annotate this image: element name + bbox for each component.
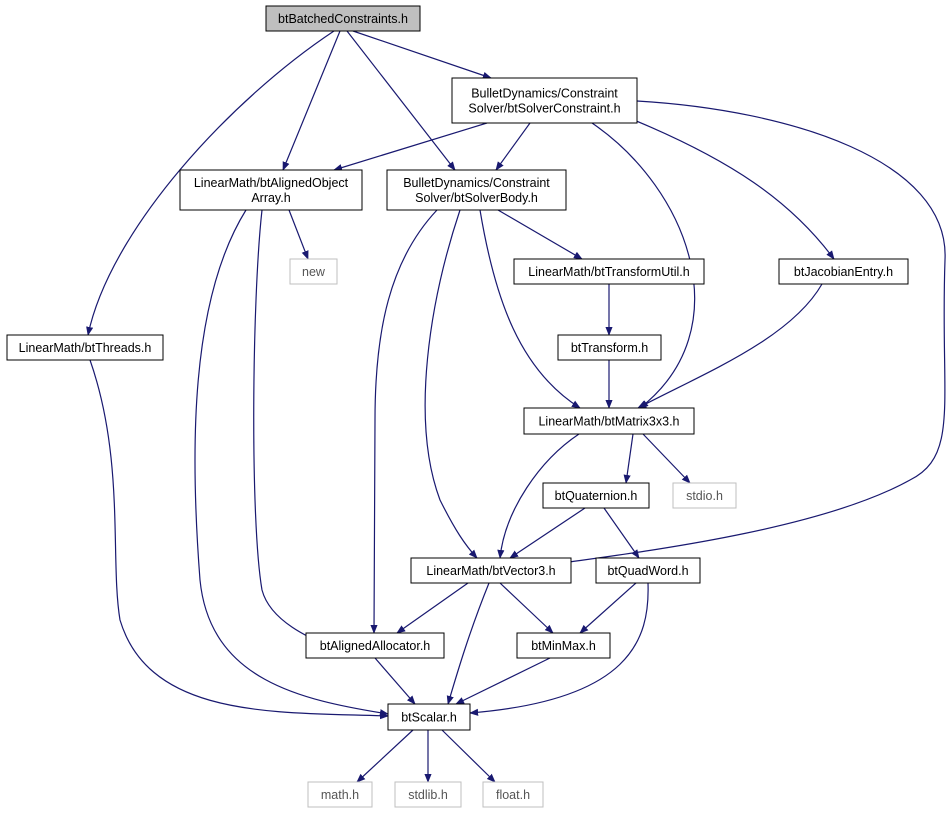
edge-alignedobjectarray-to-alignedallocator	[253, 209, 349, 655]
edge-quaternion-to-quadword	[603, 507, 640, 559]
edge-matrix3x3-to-stdio	[642, 433, 691, 484]
edge-minmax-to-scalar	[455, 657, 551, 705]
edge-vector3-to-minmax	[499, 582, 554, 634]
node-jacobianentry[interactable]: btJacobianEntry.h	[778, 258, 909, 285]
edge-solverbody-to-transformutil	[497, 209, 583, 260]
node-label-batched: btBatchedConstraints.h	[278, 12, 408, 26]
node-box-batched	[265, 5, 421, 32]
edge-vector3-to-alignedallocator	[396, 582, 469, 634]
node-solverbody[interactable]: BulletDynamics/ConstraintSolver/btSolver…	[386, 169, 567, 211]
node-label-alignedobjectarray-line-2: Array.h	[251, 191, 290, 205]
node-matrix3x3[interactable]: LinearMath/btMatrix3x3.h	[523, 407, 695, 435]
node-label-stdlib: stdlib.h	[408, 788, 448, 802]
node-label-alignedallocator: btAlignedAllocator.h	[320, 639, 431, 653]
node-box-stdlib	[394, 781, 462, 808]
node-box-transform	[557, 334, 662, 361]
node-box-matrix3x3	[523, 407, 695, 435]
node-label-stdio: stdio.h	[686, 489, 723, 503]
node-box-transformutil	[513, 258, 705, 285]
edge-alignedobjectarray-to-scalar	[194, 209, 389, 717]
node-box-alignedobjectarray	[179, 169, 363, 211]
node-vector3[interactable]: LinearMath/btVector3.h	[410, 557, 572, 584]
node-box-math	[307, 781, 373, 808]
node-float: float.h	[482, 781, 544, 808]
node-label-quaternion: btQuaternion.h	[555, 489, 638, 503]
edge-alignedobjectarray-to-new	[288, 209, 309, 260]
node-batched[interactable]: btBatchedConstraints.h	[265, 5, 421, 32]
edge-matrix3x3-to-vector3	[497, 433, 580, 559]
node-label-new: new	[302, 265, 326, 279]
node-box-alignedallocator	[305, 632, 445, 659]
node-minmax[interactable]: btMinMax.h	[516, 632, 611, 659]
node-box-vector3	[410, 557, 572, 584]
node-box-quaternion	[542, 482, 650, 509]
node-label-math: math.h	[321, 788, 359, 802]
node-box-solverconstraint	[451, 77, 638, 124]
node-label-solverconstraint-line-1: BulletDynamics/Constraint	[471, 86, 618, 100]
edge-quadword-to-scalar	[469, 582, 649, 716]
node-transformutil[interactable]: LinearMath/btTransformUtil.h	[513, 258, 705, 285]
node-solverconstraint[interactable]: BulletDynamics/ConstraintSolver/btSolver…	[451, 77, 638, 124]
edge-batched-to-alignedobjectarray	[282, 30, 341, 171]
edge-scalar-to-math	[356, 729, 414, 783]
node-box-scalar	[387, 703, 471, 731]
node-quaternion[interactable]: btQuaternion.h	[542, 482, 650, 509]
node-label-matrix3x3: LinearMath/btMatrix3x3.h	[538, 414, 679, 428]
edge-jacobianentry-to-matrix3x3	[637, 283, 823, 409]
node-label-alignedobjectarray-line-1: LinearMath/btAlignedObject	[194, 176, 349, 190]
edge-scalar-to-float	[441, 729, 496, 783]
node-stdlib: stdlib.h	[394, 781, 462, 808]
node-box-quadword	[595, 557, 701, 584]
edge-solverconstraint-to-alignedobjectarray	[333, 122, 488, 172]
edge-solverconstraint-to-solverbody	[495, 122, 531, 171]
edge-solverbody-to-matrix3x3	[479, 209, 581, 409]
node-label-solverbody-line-1: BulletDynamics/Constraint	[403, 176, 550, 190]
edge-quaternion-to-vector3	[509, 507, 586, 559]
node-label-jacobianentry: btJacobianEntry.h	[794, 265, 893, 279]
node-box-solverbody	[386, 169, 567, 211]
node-label-transformutil: LinearMath/btTransformUtil.h	[528, 265, 689, 279]
node-box-minmax	[516, 632, 611, 659]
node-box-jacobianentry	[778, 258, 909, 285]
edge-quadword-to-minmax	[579, 582, 637, 634]
node-threads[interactable]: LinearMath/btThreads.h	[6, 334, 164, 361]
edge-batched-to-solverconstraint	[352, 30, 492, 79]
node-math: math.h	[307, 781, 373, 808]
node-transform[interactable]: btTransform.h	[557, 334, 662, 361]
node-scalar[interactable]: btScalar.h	[387, 703, 471, 731]
edge-matrix3x3-to-quaternion	[623, 433, 634, 484]
edge-batched-to-solverbody	[346, 30, 456, 171]
node-alignedallocator[interactable]: btAlignedAllocator.h	[305, 632, 445, 659]
edge-solverconstraint-to-vector3	[561, 100, 946, 566]
node-box-float	[482, 781, 544, 808]
node-label-float: float.h	[496, 788, 530, 802]
node-label-solverbody-line-2: Solver/btSolverBody.h	[415, 191, 538, 205]
node-label-threads: LinearMath/btThreads.h	[19, 341, 152, 355]
edge-vector3-to-scalar	[446, 582, 490, 705]
node-quadword[interactable]: btQuadWord.h	[595, 557, 701, 584]
node-label-solverconstraint-line-2: Solver/btSolverConstraint.h	[468, 101, 620, 115]
node-box-stdio	[672, 482, 737, 509]
node-label-quadword: btQuadWord.h	[607, 564, 688, 578]
edge-solverconstraint-to-jacobianentry	[633, 119, 835, 260]
edge-solverbody-to-alignedallocator	[370, 209, 438, 634]
edge-alignedallocator-to-scalar	[374, 657, 416, 705]
node-box-threads	[6, 334, 164, 361]
edge-threads-to-scalar	[89, 359, 389, 720]
node-box-new	[289, 258, 338, 285]
node-label-transform: btTransform.h	[571, 341, 648, 355]
node-stdio: stdio.h	[672, 482, 737, 509]
edge-solverbody-to-vector3	[424, 209, 478, 559]
node-label-scalar: btScalar.h	[401, 710, 457, 724]
node-label-vector3: LinearMath/btVector3.h	[426, 564, 555, 578]
node-label-minmax: btMinMax.h	[531, 639, 596, 653]
node-new: new	[289, 258, 338, 285]
